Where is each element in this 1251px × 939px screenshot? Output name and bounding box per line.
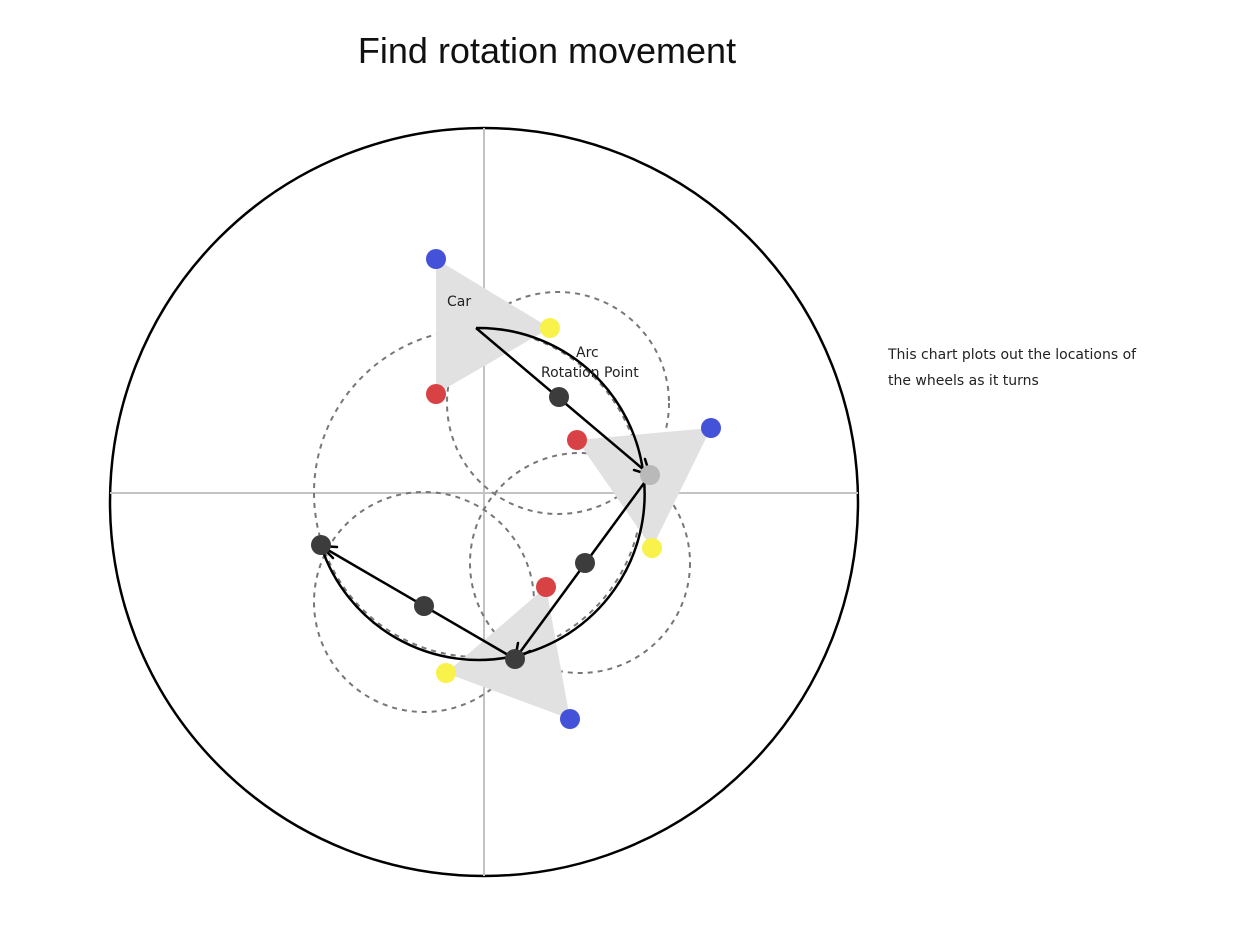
wheel-yellow: [642, 538, 662, 558]
wheel-blue: [426, 249, 446, 269]
pivot-point: [414, 596, 434, 616]
wheel-blue: [701, 418, 721, 438]
wheel-red: [536, 577, 556, 597]
pivot-point: [575, 553, 595, 573]
wheel-blue: [560, 709, 580, 729]
pivot-point-faded: [640, 465, 660, 485]
side-note: This chart plots out the locations of th…: [888, 347, 1137, 389]
label-arc: Arc: [576, 345, 599, 361]
wheel-yellow: [540, 318, 560, 338]
pivot-point: [311, 535, 331, 555]
wheel-red: [567, 430, 587, 450]
dashed-circle-top-right: [446, 291, 670, 515]
pivot-point: [505, 649, 525, 669]
rotation-arc: [319, 326, 646, 662]
car-body-1: [436, 259, 550, 394]
wheel-yellow: [436, 663, 456, 683]
wheel-red: [426, 384, 446, 404]
label-rotation-point: Rotation Point: [541, 365, 639, 381]
diagram-title: Find rotation movement: [357, 30, 737, 71]
label-car: Car: [447, 294, 471, 310]
dashed-circle-right: [469, 452, 691, 674]
pivot-point: [549, 387, 569, 407]
